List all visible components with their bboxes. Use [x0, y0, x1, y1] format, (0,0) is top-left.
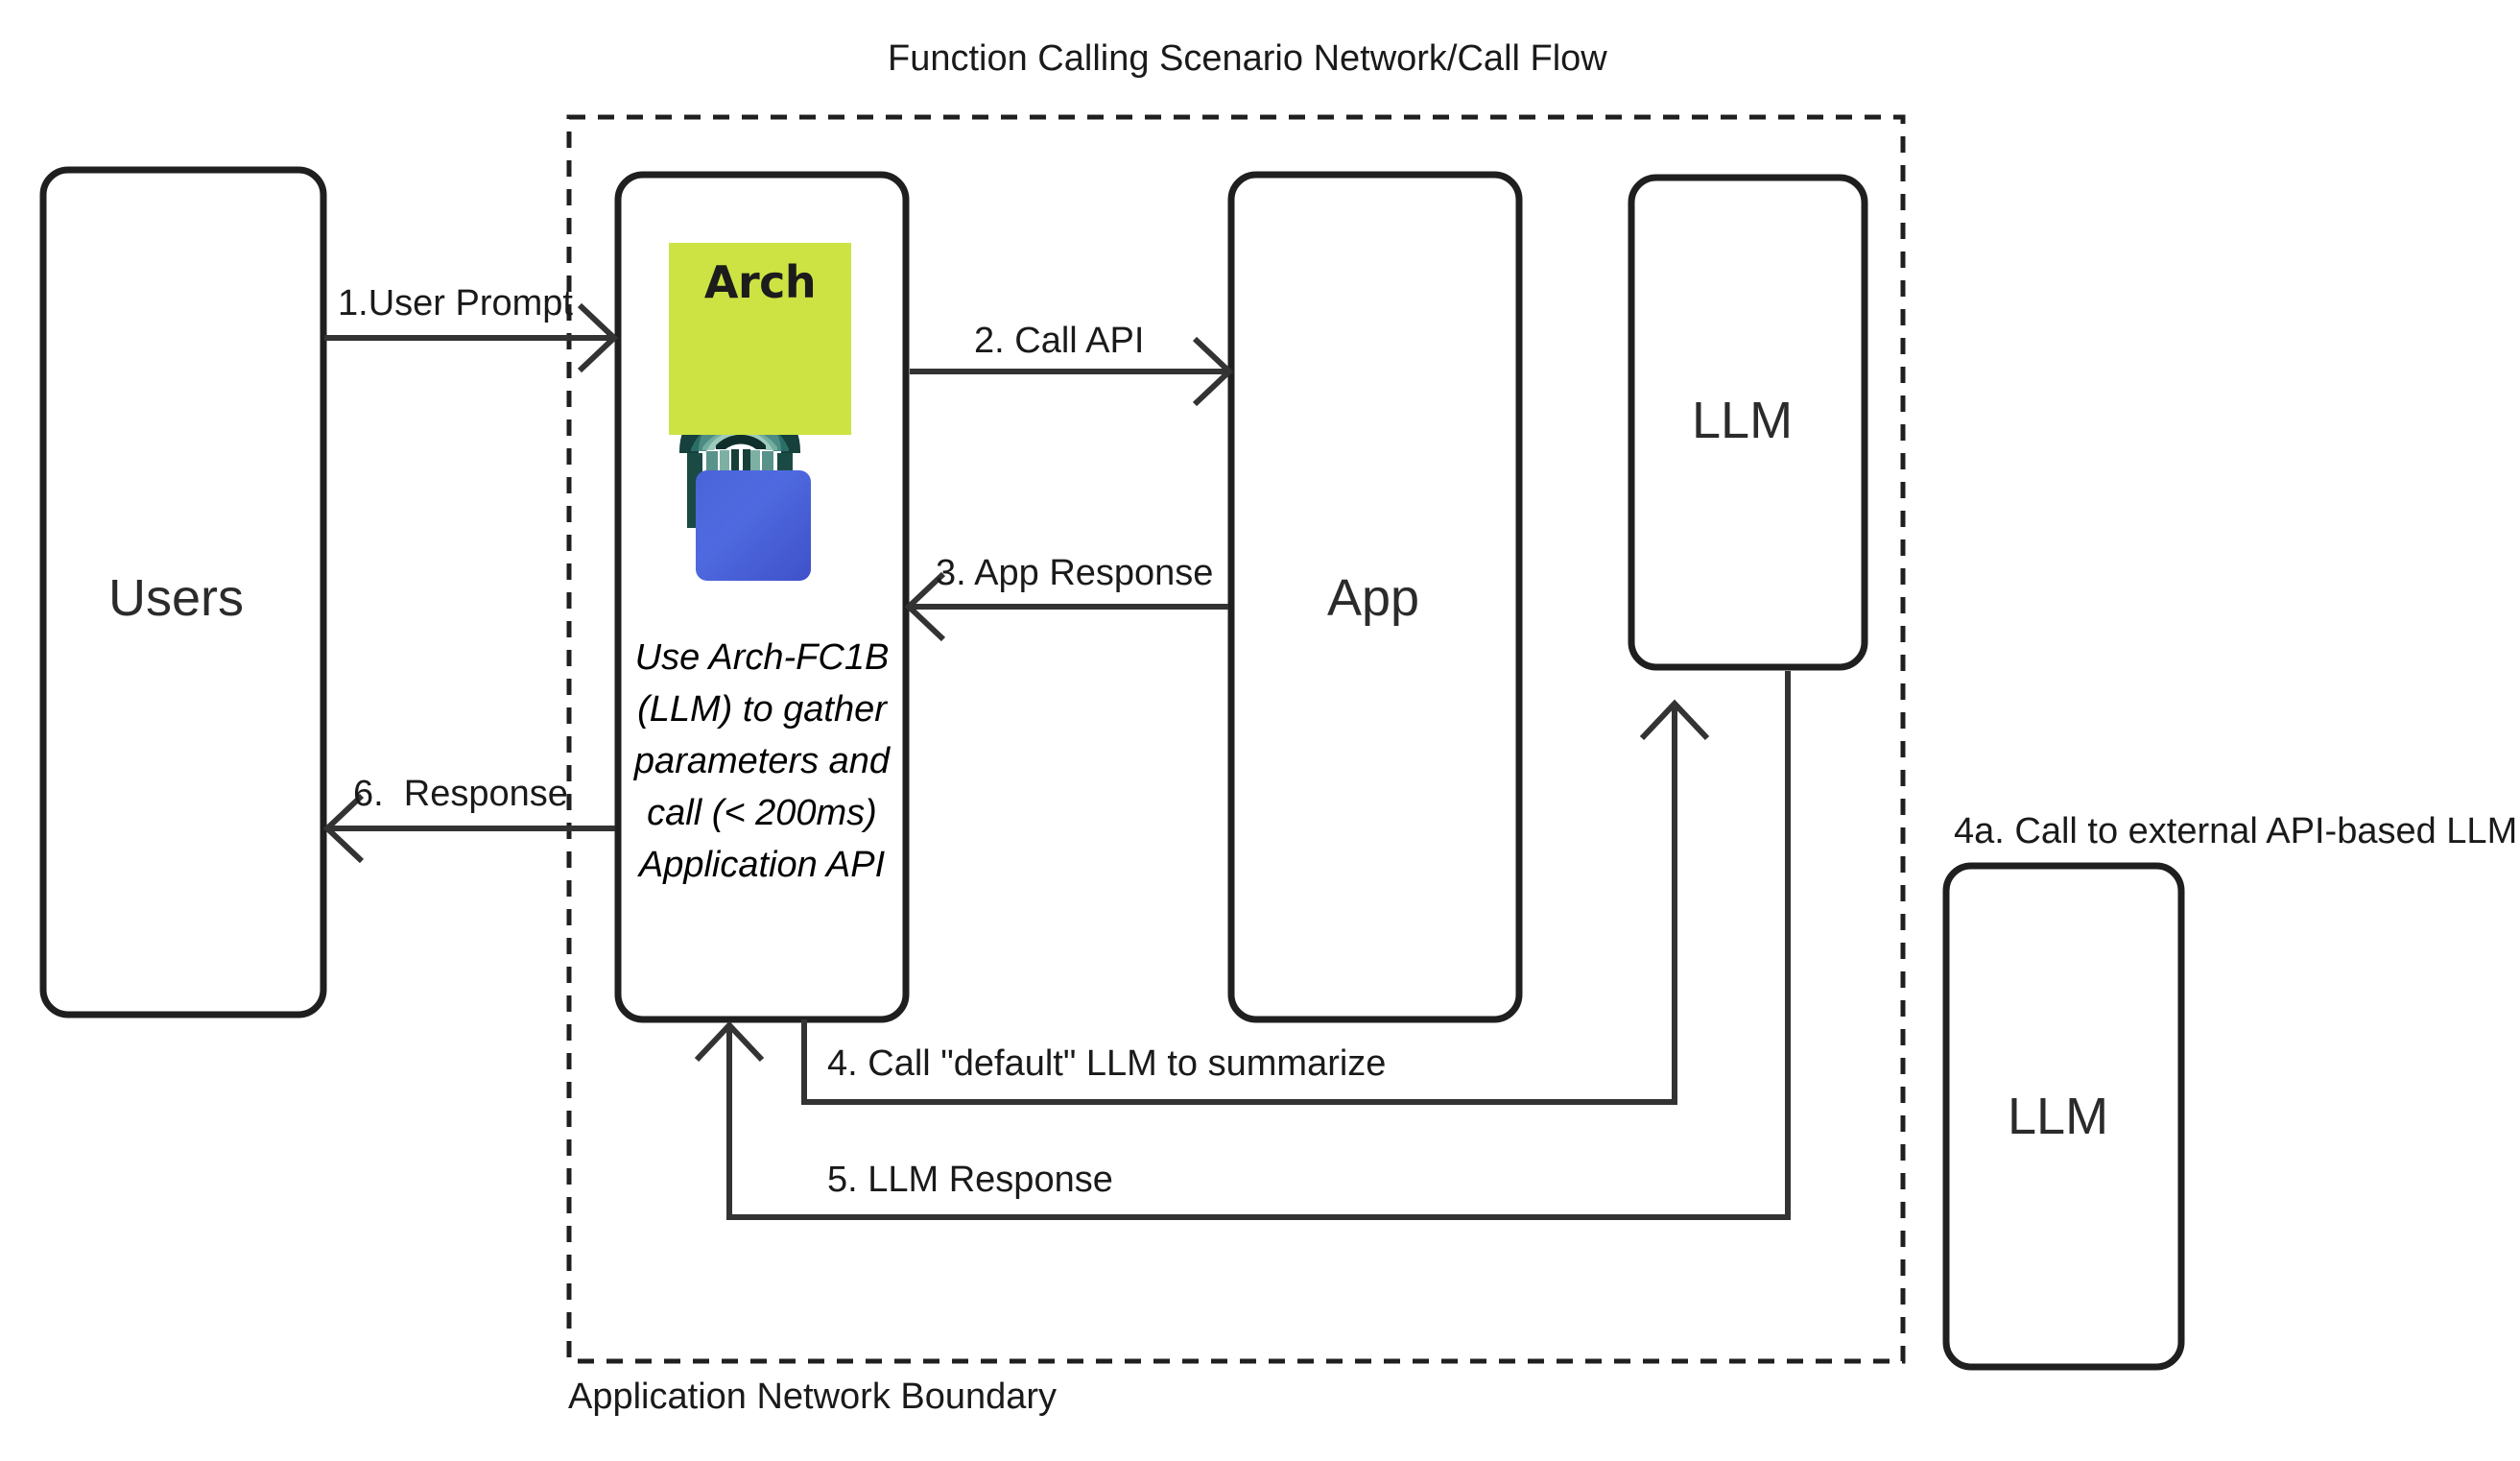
edge-label-response-to-users: 6. Response [353, 774, 568, 814]
arch-note-text: Use Arch-FC1B (LLM) to gather parameters… [628, 632, 896, 891]
llm-internal-node-label: LLM [1692, 392, 1794, 449]
edge-response-to-users [322, 793, 615, 864]
users-node-box[interactable] [39, 166, 327, 1018]
arch-gear-tile [696, 470, 811, 581]
edge-llm-response [694, 671, 1791, 1220]
users-node-label: Users [108, 569, 245, 627]
llm-external-node-box[interactable] [1942, 862, 2185, 1371]
page-title: Function Calling Scenario Network/Call F… [888, 38, 1607, 79]
edge-label-call-default-llm: 4. Call "default" LLM to summarize [827, 1043, 1387, 1084]
arch-note-line: call (< 200ms) [647, 793, 877, 833]
app-node-box[interactable] [1227, 171, 1523, 1023]
edge-label-app-response: 3. App Response [936, 553, 1214, 593]
app-node-label: App [1327, 569, 1420, 627]
arch-note-line: (LLM) to gather [637, 689, 887, 730]
edge-app-response [904, 571, 1228, 642]
boundary-label: Application Network Boundary [568, 1377, 1058, 1417]
llm-external-node-label: LLM [2008, 1088, 2109, 1145]
application-network-boundary [566, 114, 1906, 1364]
edge-label-user-prompt: 1.User Prompt [338, 283, 573, 323]
edge-label-llm-response: 5. LLM Response [827, 1160, 1113, 1200]
edge-call-api [910, 336, 1234, 407]
edge-call-default-llm [801, 699, 1710, 1105]
arch-logo-tile: Arch [669, 243, 851, 435]
edge-label-call-api: 2. Call API [974, 321, 1145, 361]
arch-note-line: parameters and [633, 741, 891, 781]
external-llm-note: 4a. Call to external API-based LLM [1954, 811, 2518, 851]
arch-logo-wordmark: Arch [703, 256, 817, 308]
arch-note-line: Use Arch-FC1B [634, 637, 890, 678]
edge-user-prompt [324, 302, 619, 373]
arch-note-line: Application API [638, 845, 886, 885]
llm-internal-node-box[interactable] [1628, 174, 1868, 671]
